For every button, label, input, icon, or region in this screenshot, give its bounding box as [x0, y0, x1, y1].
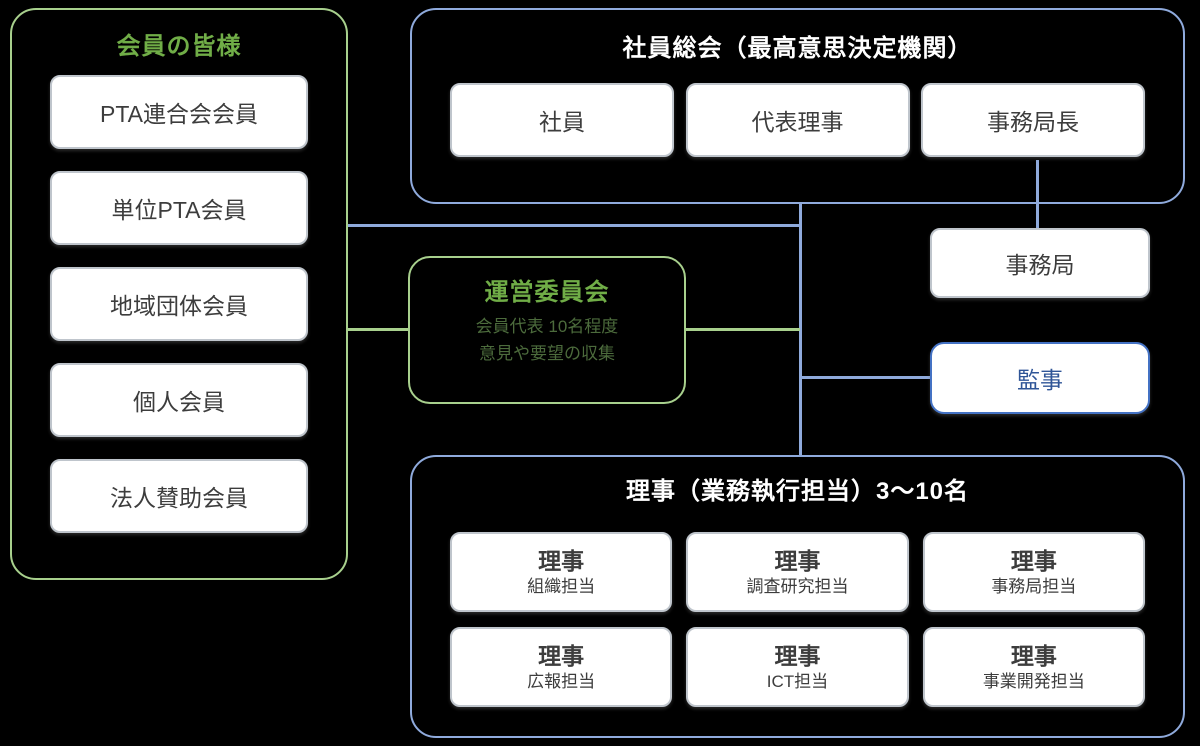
connector-secretary-general-to-secretariat — [1036, 160, 1039, 228]
auditor-node: 監事 — [930, 342, 1150, 414]
assembly-node-employee: 社員 — [450, 83, 674, 157]
members-group-title: 会員の皆様 — [116, 33, 242, 60]
director-duty: ICT担当 — [766, 671, 829, 691]
member-label: 単位PTA会員 — [111, 197, 247, 223]
assembly-node-representative-director: 代表理事 — [685, 83, 910, 157]
steering-committee-group: 運営委員会 会員代表 10名程度 意見や要望の収集 — [408, 256, 686, 404]
member-label: PTA連合会会員 — [99, 101, 259, 127]
director-role: 理事 — [1010, 547, 1057, 574]
connector-members-to-trunk — [348, 224, 800, 227]
member-label: 法人賛助会員 — [110, 485, 248, 511]
assembly-label: 事務局長 — [987, 109, 1079, 135]
member-node-corporate-supporting: 法人賛助会員 — [50, 459, 308, 533]
director-node-secretariat: 理事 事務局担当 — [922, 532, 1145, 612]
director-role: 理事 — [774, 547, 821, 574]
director-role: 理事 — [1010, 642, 1057, 669]
members-group: 会員の皆様 PTA連合会会員 単位PTA会員 地域団体会員 個人会員 法人賛助会… — [10, 8, 348, 580]
directors-group: 理事（業務執行担当）3〜10名 理事 組織担当 理事 調査研究担当 理事 事務局… — [410, 455, 1185, 738]
director-duty: 組織担当 — [527, 576, 596, 596]
member-node-pta-federation: PTA連合会会員 — [50, 75, 308, 149]
member-label: 個人会員 — [133, 389, 225, 415]
connector-steering-to-trunk — [686, 328, 800, 331]
general-assembly-title: 社員総会（最高意思決定機関） — [622, 35, 973, 62]
assembly-node-secretary-general: 事務局長 — [921, 83, 1145, 157]
director-duty: 広報担当 — [527, 671, 596, 691]
director-duty: 事業開発担当 — [982, 671, 1085, 691]
members-list: PTA連合会会員 単位PTA会員 地域団体会員 個人会員 法人賛助会員 — [12, 75, 346, 533]
secretariat-label: 事務局 — [1005, 252, 1075, 278]
auditor-label: 監事 — [1017, 367, 1063, 393]
member-node-regional-group: 地域団体会員 — [50, 267, 308, 341]
connector-members-to-steering — [348, 328, 408, 331]
member-node-individual: 個人会員 — [50, 363, 308, 437]
connector-trunk-vertical — [799, 203, 802, 456]
member-label: 地域団体会員 — [110, 293, 248, 319]
steering-committee-note: 会員代表 10名程度 意見や要望の収集 — [410, 313, 684, 367]
director-duty: 事務局担当 — [991, 576, 1077, 596]
steering-note-line2: 意見や要望の収集 — [479, 344, 615, 363]
directors-group-title: 理事（業務執行担当）3〜10名 — [625, 478, 970, 505]
steering-note-line1: 会員代表 10名程度 — [475, 317, 619, 336]
director-node-research: 理事 調査研究担当 — [686, 532, 909, 612]
assembly-label: 社員 — [539, 109, 585, 135]
connector-trunk-to-auditor — [800, 376, 930, 379]
director-role: 理事 — [538, 547, 585, 574]
director-node-public-relations: 理事 広報担当 — [450, 627, 673, 707]
director-node-organization: 理事 組織担当 — [450, 532, 673, 612]
director-role: 理事 — [774, 642, 821, 669]
director-role: 理事 — [538, 642, 585, 669]
director-duty: 調査研究担当 — [746, 576, 849, 596]
director-node-ict: 理事 ICT担当 — [686, 627, 909, 707]
directors-list: 理事 組織担当 理事 調査研究担当 理事 事務局担当 理事 広報担当 理事 IC… — [412, 532, 1183, 707]
assembly-label: 代表理事 — [751, 109, 844, 135]
director-node-business-development: 理事 事業開発担当 — [922, 627, 1145, 707]
general-assembly-list: 社員 代表理事 事務局長 — [412, 83, 1183, 157]
secretariat-node: 事務局 — [930, 228, 1150, 298]
general-assembly-group: 社員総会（最高意思決定機関） 社員 代表理事 事務局長 — [410, 8, 1185, 204]
member-node-unit-pta: 単位PTA会員 — [50, 171, 308, 245]
steering-committee-title: 運営委員会 — [484, 279, 610, 306]
